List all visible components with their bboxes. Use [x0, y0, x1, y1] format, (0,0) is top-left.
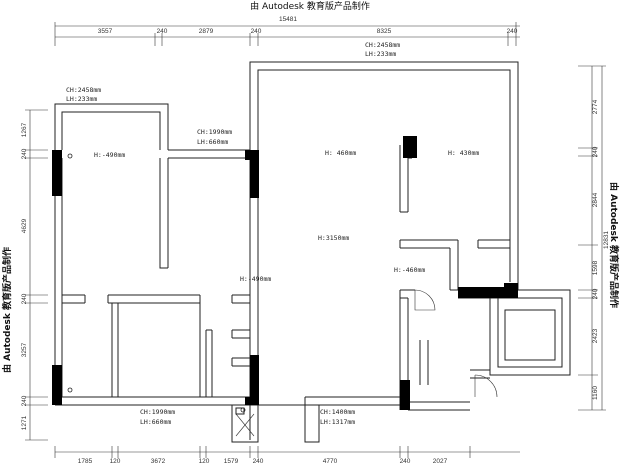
label-h-hall: H:3150mm	[318, 234, 349, 242]
label-ch-top-right: CH:2458mm	[365, 41, 400, 49]
label-h-right: H: 430mm	[448, 149, 479, 157]
label-lh-top-left: LH:233mm	[66, 95, 97, 103]
label-ch-bottom-right: CH:1400mm	[320, 408, 355, 416]
label-lh-mid: LH:660mm	[197, 138, 228, 146]
dim-top-4: 240	[251, 28, 262, 35]
walls	[54, 61, 571, 443]
column	[250, 355, 259, 405]
watermark-right: 由 Autodesk 教育版产品制作	[608, 182, 620, 308]
watermark-top: 由 Autodesk 教育版产品制作	[250, 0, 370, 12]
label-lh-bottom-right: LH:1317mm	[320, 418, 355, 426]
label-h-center: H: 460mm	[325, 149, 356, 157]
dim-bottom-9: 2027	[433, 458, 448, 465]
dim-left-2: 240	[21, 148, 28, 159]
dim-bottom-6: 240	[253, 458, 264, 465]
dim-top-3: 2879	[199, 28, 214, 35]
dim-left-7: 1271	[21, 415, 28, 430]
column	[400, 380, 410, 410]
dim-right-2: 240	[592, 146, 599, 157]
structural-columns	[52, 136, 518, 410]
column	[52, 365, 62, 405]
dim-left-4: 240	[21, 293, 28, 304]
dim-right-total: 12831	[603, 231, 610, 249]
dim-top-5: 8325	[377, 28, 392, 35]
left-dimension-chain: 1267 240 4629 240 3257 240 1271	[21, 109, 48, 441]
column	[504, 283, 518, 298]
label-ch-mid: CH:1990mm	[197, 128, 232, 136]
dim-bottom-4: 120	[199, 458, 210, 465]
doors	[414, 289, 498, 398]
dim-top-1: 3557	[98, 28, 113, 35]
label-lh-top-right: LH:233mm	[365, 50, 396, 58]
room-labels: CH:2458mm LH:233mm CH:2458mm LH:233mm CH…	[66, 41, 479, 426]
dim-bottom-7: 4770	[323, 458, 338, 465]
label-ch-bottom-left: CH:1990mm	[140, 408, 175, 416]
dim-top-2: 240	[157, 28, 168, 35]
column	[245, 397, 259, 405]
dim-right-3: 2844	[592, 192, 599, 207]
top-dimension-chain: 15481 3557 240 2879 240 8325 240	[54, 16, 520, 46]
dim-top-total: 15481	[279, 16, 297, 23]
dim-right-7: 1160	[592, 386, 599, 400]
dim-top-6: 240	[507, 28, 518, 35]
label-ch-top-left: CH:2458mm	[66, 86, 101, 94]
dim-right-4: 1598	[592, 260, 599, 275]
label-h-corridor: H:-490mm	[240, 275, 271, 283]
dim-left-6: 240	[21, 395, 28, 406]
dim-bottom-1: 1785	[78, 458, 93, 465]
dim-right-6: 2423	[592, 328, 599, 343]
dim-bottom-8: 240	[400, 458, 411, 465]
column	[52, 150, 62, 196]
label-h-left-room: H:-490mm	[94, 151, 125, 159]
dim-left-3: 4629	[21, 218, 28, 233]
dim-left-5: 3257	[21, 342, 28, 357]
dim-bottom-3: 3672	[151, 458, 166, 465]
label-lh-bottom-left: LH:660mm	[140, 418, 171, 426]
label-h-bath: H:-460mm	[394, 266, 425, 274]
dim-right-5: 240	[592, 288, 599, 299]
column	[250, 150, 259, 198]
column	[458, 287, 513, 298]
dim-bottom-5: 1579	[224, 458, 239, 465]
watermark-left: 由 Autodesk 教育版产品制作	[1, 247, 13, 373]
right-dimension-chain: 2774 240 2844 1598 240 2423 1160 12831	[578, 65, 610, 411]
dim-right-1: 2774	[592, 99, 599, 114]
column	[403, 136, 417, 158]
bottom-dimension-chain: 1785 120 3672 120 1579 240 4770 240 2027	[54, 446, 520, 465]
dim-bottom-2: 120	[110, 458, 121, 465]
dim-left-1: 1267	[21, 122, 28, 137]
